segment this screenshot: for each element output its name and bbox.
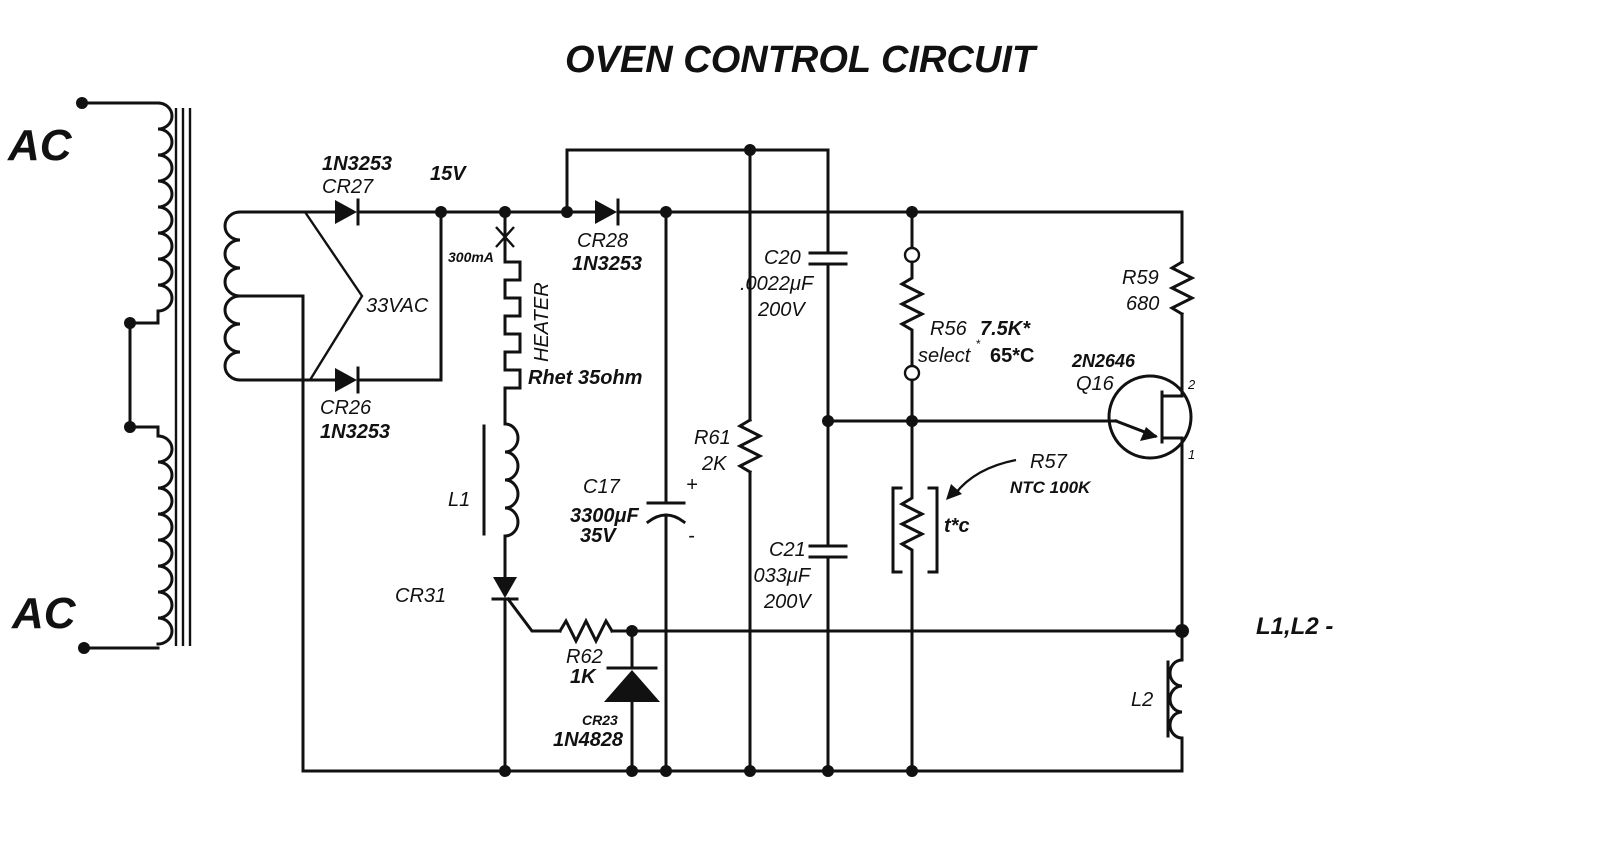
junction-dot	[499, 765, 511, 777]
diode-cr27-anode-triangle	[335, 200, 357, 224]
primary-lower-tap	[128, 425, 160, 438]
r56-ref-label: R56	[930, 318, 968, 340]
cr26-ref-label: CR26	[320, 397, 372, 419]
r56-terminal-top	[903, 246, 921, 264]
output-label: L1,L2 -	[1256, 613, 1333, 640]
cr28-part-label: 1N3253	[572, 253, 642, 275]
diode-cr28	[595, 198, 620, 226]
inductor-l2	[1168, 658, 1184, 740]
resistor-r62	[557, 617, 615, 645]
rail-voltage-label: 15V	[430, 163, 467, 185]
c17-voltage-label: 35V	[580, 525, 617, 547]
diagram-title: OVEN CONTROL CIRCUIT	[565, 39, 1038, 81]
ujt-q16-base1-lead	[1160, 436, 1184, 633]
resistor-r56	[898, 260, 926, 368]
thermistor-r57-bracket-right	[927, 486, 939, 574]
r61-ref-label: R61	[694, 427, 731, 449]
diode-cr26-anode-triangle	[335, 368, 357, 392]
r57-symbol-label: t*c	[944, 515, 970, 537]
junction-dot	[124, 317, 136, 329]
junction-dot	[435, 206, 447, 218]
junction-dot	[906, 765, 918, 777]
c20-voltage-label: 200V	[757, 299, 806, 321]
heater-resistance-label: Rhet 35ohm	[528, 367, 642, 389]
zener-cr23	[604, 629, 660, 773]
junction-dot	[744, 765, 756, 777]
c20-value-label: .0022μF	[740, 273, 815, 295]
r56-temperature-label: 65*C	[990, 345, 1034, 367]
r61-value-label: 2K	[701, 453, 728, 475]
r56-note-label: select	[918, 345, 972, 367]
c17-minus-label: -	[688, 525, 695, 547]
scr-cr31	[491, 577, 562, 633]
diode-cr27	[335, 198, 360, 226]
ujt-q16-base2-lead	[1160, 380, 1184, 398]
cr28-ref-label: CR28	[577, 230, 628, 252]
r57-type-label: NTC 100K	[1010, 478, 1092, 497]
wire-cr26-to-rail	[356, 210, 443, 382]
diode-cr28-anode-triangle	[595, 200, 617, 224]
ac-input-label-top: AC	[7, 121, 73, 170]
r56-value-label: 7.5K*	[980, 318, 1031, 340]
inductor-l1	[503, 422, 520, 538]
junction-dot	[822, 765, 834, 777]
cr23-part-label: 1N4828	[553, 729, 624, 751]
junction-dot	[626, 765, 638, 777]
r62-value-label: 1K	[570, 666, 597, 688]
c21-value-label: .033μF	[748, 565, 812, 587]
c17-value-label: 3300μF	[570, 505, 640, 527]
c20-ref-label: C20	[764, 247, 801, 269]
secondary-voltage-bracket	[304, 211, 364, 381]
r57-ref-label: R57	[1030, 451, 1068, 473]
r59-value-label: 680	[1126, 293, 1159, 315]
primary-upper-tap	[128, 309, 160, 325]
scr-cr31-triangle	[493, 577, 517, 598]
thermistor-r57	[898, 484, 926, 773]
heater-name-label: HEATER	[531, 282, 553, 362]
scr-cr31-gate-lead	[505, 596, 562, 633]
l1-label: L1	[448, 489, 470, 511]
junction-dot	[660, 765, 672, 777]
cr26-part-label: 1N3253	[320, 421, 390, 443]
q16-part-label: 2N2646	[1071, 351, 1136, 371]
cr23-ref-label: CR23	[582, 712, 618, 728]
l2-label: L2	[1131, 689, 1153, 711]
thermistor-r57-bracket-left	[891, 486, 903, 574]
primary-winding-lower	[156, 434, 174, 646]
q16-ref-label: Q16	[1076, 373, 1115, 395]
resistor-r61	[736, 417, 764, 475]
cr31-label: CR31	[395, 585, 446, 607]
resistor-r59	[1168, 259, 1196, 317]
q16-pin1-label: 1	[1188, 447, 1195, 462]
q16-pin2-label: 2	[1187, 377, 1196, 392]
cr27-part-label: 1N3253	[322, 153, 392, 175]
ac-input-label-bottom: AC	[11, 589, 77, 638]
ujt-q16-envelope	[1107, 374, 1193, 460]
transformer	[76, 97, 242, 654]
diode-cr26	[335, 366, 360, 394]
c17-ref-label: C17	[583, 476, 621, 498]
secondary-winding	[223, 210, 242, 382]
c21-voltage-label: 200V	[763, 591, 812, 613]
wire-positive-rail-right	[616, 210, 1184, 264]
thermistor-temp-arrow	[954, 458, 1017, 495]
r56-terminal-bottom	[903, 364, 921, 382]
cr27-ref-label: CR27	[322, 176, 374, 198]
secondary-voltage-label: 33VAC	[366, 295, 429, 317]
ujt-q16-emitter-arrow	[1140, 427, 1158, 441]
r59-ref-label: R59	[1122, 267, 1159, 289]
ujt-q16	[1107, 374, 1193, 633]
thermistor-temp-arrowhead	[946, 484, 962, 500]
heater-current-label: 300mA	[448, 249, 494, 265]
wire-center-tap-return	[238, 294, 305, 773]
r62-ref-label: R62	[566, 646, 603, 668]
c21-ref-label: C21	[769, 539, 806, 561]
heater-element	[503, 210, 522, 426]
zener-cr23-triangle	[604, 670, 660, 702]
r56-note-superscript: *	[976, 337, 981, 351]
c17-plus-label: +	[686, 474, 698, 496]
primary-winding-upper	[156, 101, 174, 313]
